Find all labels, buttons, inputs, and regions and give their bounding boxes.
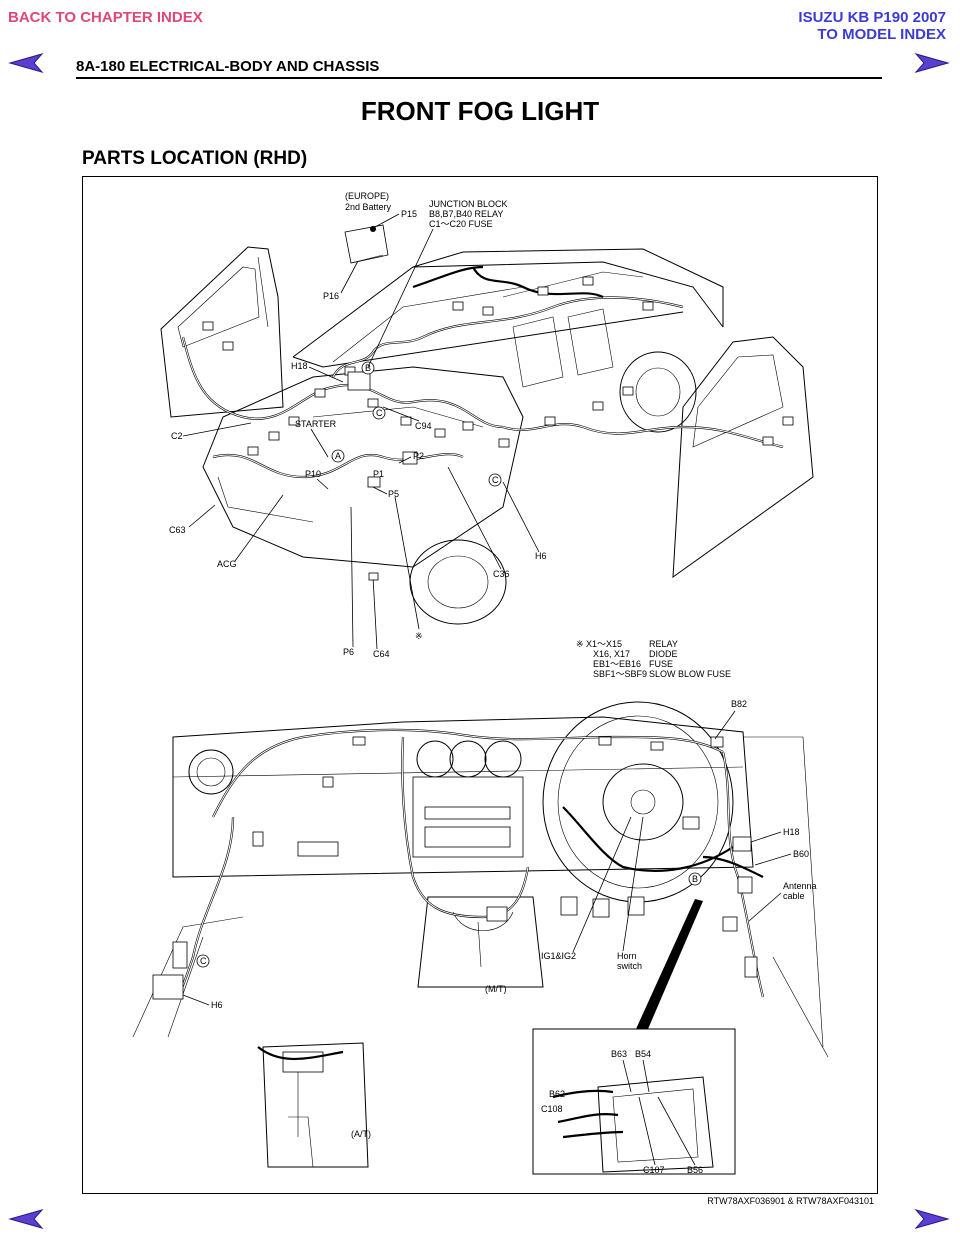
svg-text:C36: C36 [493,569,510,579]
prev-page-arrow-bottom-icon[interactable] [8,1208,44,1230]
header-rule [76,77,882,79]
svg-text:B56: B56 [687,1165,703,1175]
model-index-link[interactable]: ISUZU KB P190 2007 TO MODEL INDEX [798,9,946,43]
svg-text:SLOW BLOW FUSE: SLOW BLOW FUSE [649,669,731,679]
engine-harness [181,265,784,479]
svg-text:IG1&IG2: IG1&IG2 [541,951,576,961]
next-page-arrow-bottom-icon[interactable] [914,1208,950,1230]
page-title: FRONT FOG LIGHT [360,96,600,126]
dashboard-drawing [132,701,829,1058]
vehicle-labels: (EUROPE) 2nd Battery P15 JUNCTION BLOCK … [169,191,547,659]
svg-text:B82: B82 [731,699,747,709]
svg-text:P16: P16 [323,291,339,301]
legend: ※ X1～X15 RELAY X16, X17 DIODE EB1～EB16 F… [576,639,731,679]
svg-text:B62: B62 [549,1089,565,1099]
svg-text:C: C [200,956,207,966]
svg-text:P6: P6 [343,647,354,657]
vehicle-callouts: B A C C [331,361,502,487]
page-section-header: 8A-180 ELECTRICAL-BODY AND CHASSIS [76,58,380,75]
svg-text:EB1～EB16: EB1～EB16 [593,659,641,669]
svg-text:P2: P2 [413,451,424,461]
svg-text:C64: C64 [373,649,390,659]
svg-text:DIODE: DIODE [649,649,678,659]
svg-text:H6: H6 [211,1000,223,1010]
back-to-chapter-index-link[interactable]: BACK TO CHAPTER INDEX [8,9,203,26]
svg-text:switch: switch [617,961,642,971]
svg-text:P1: P1 [373,469,384,479]
section-title: PARTS LOCATION (RHD) [82,148,308,169]
model-name: ISUZU KB P190 2007 [798,9,946,26]
prev-page-arrow-icon[interactable] [8,52,44,74]
svg-text:C: C [376,408,383,418]
svg-text:P15: P15 [401,209,417,219]
svg-text:H18: H18 [291,361,308,371]
svg-text:FUSE: FUSE [649,659,673,669]
junction-detail-inset: B63 B54 B62 C108 C107 B56 [532,899,736,1175]
dashboard-callouts: B C [196,872,702,968]
svg-text:ACG: ACG [217,559,237,569]
svg-text:C108: C108 [541,1104,563,1114]
svg-text:※: ※ [415,631,423,641]
svg-text:A: A [335,451,341,461]
svg-text:Antenna: Antenna [783,881,817,891]
svg-text:P5: P5 [388,489,399,499]
svg-text:B60: B60 [793,849,809,859]
svg-text:2nd Battery: 2nd Battery [345,202,392,212]
svg-text:STARTER: STARTER [295,419,337,429]
svg-text:JUNCTION BLOCK: JUNCTION BLOCK [429,199,508,209]
svg-text:C: C [492,475,499,485]
wiring-diagram: B A C C (EUROPE) 2nd Battery P15 JUNCTIO… [132,191,829,1175]
svg-text:(EUROPE): (EUROPE) [345,191,389,201]
svg-text:B63: B63 [611,1049,627,1059]
svg-text:B54: B54 [635,1049,651,1059]
svg-text:C94: C94 [415,421,432,431]
svg-text:(M/T): (M/T) [485,984,507,994]
svg-text:B: B [692,874,698,884]
svg-text:B8,B7,B40 RELAY: B8,B7,B40 RELAY [429,209,503,219]
svg-text:Horn: Horn [617,951,637,961]
svg-text:RELAY: RELAY [649,639,678,649]
svg-text:※ X1～X15: ※ X1～X15 [576,639,622,649]
to-model-index-label: TO MODEL INDEX [817,26,946,43]
svg-text:P10: P10 [305,469,321,479]
svg-text:cable: cable [783,891,805,901]
dashboard-labels: B82 H18 B60 Antenna cable IG1&IG2 Horn s… [182,699,817,1010]
svg-text:H18: H18 [783,827,800,837]
figure-code: RTW78AXF036901 & RTW78AXF043101 [707,1196,874,1206]
svg-text:B: B [365,363,371,373]
dashboard-connectors [152,736,758,1000]
svg-text:SBF1～SBF9: SBF1～SBF9 [593,669,647,679]
vehicle-drawing [160,224,814,625]
svg-text:C107: C107 [643,1165,665,1175]
svg-text:H6: H6 [535,551,547,561]
svg-text:X16, X17: X16, X17 [593,649,630,659]
svg-text:C63: C63 [169,525,186,535]
svg-text:C1～C20 FUSE: C1～C20 FUSE [429,219,493,229]
connectors [202,276,794,488]
next-page-arrow-icon[interactable] [914,52,950,74]
parts-location-figure: B A C C (EUROPE) 2nd Battery P15 JUNCTIO… [82,176,878,1194]
svg-text:C2: C2 [171,431,183,441]
svg-text:(A/T): (A/T) [351,1129,371,1139]
at-shifter-drawing: (A/T) [257,1042,371,1168]
